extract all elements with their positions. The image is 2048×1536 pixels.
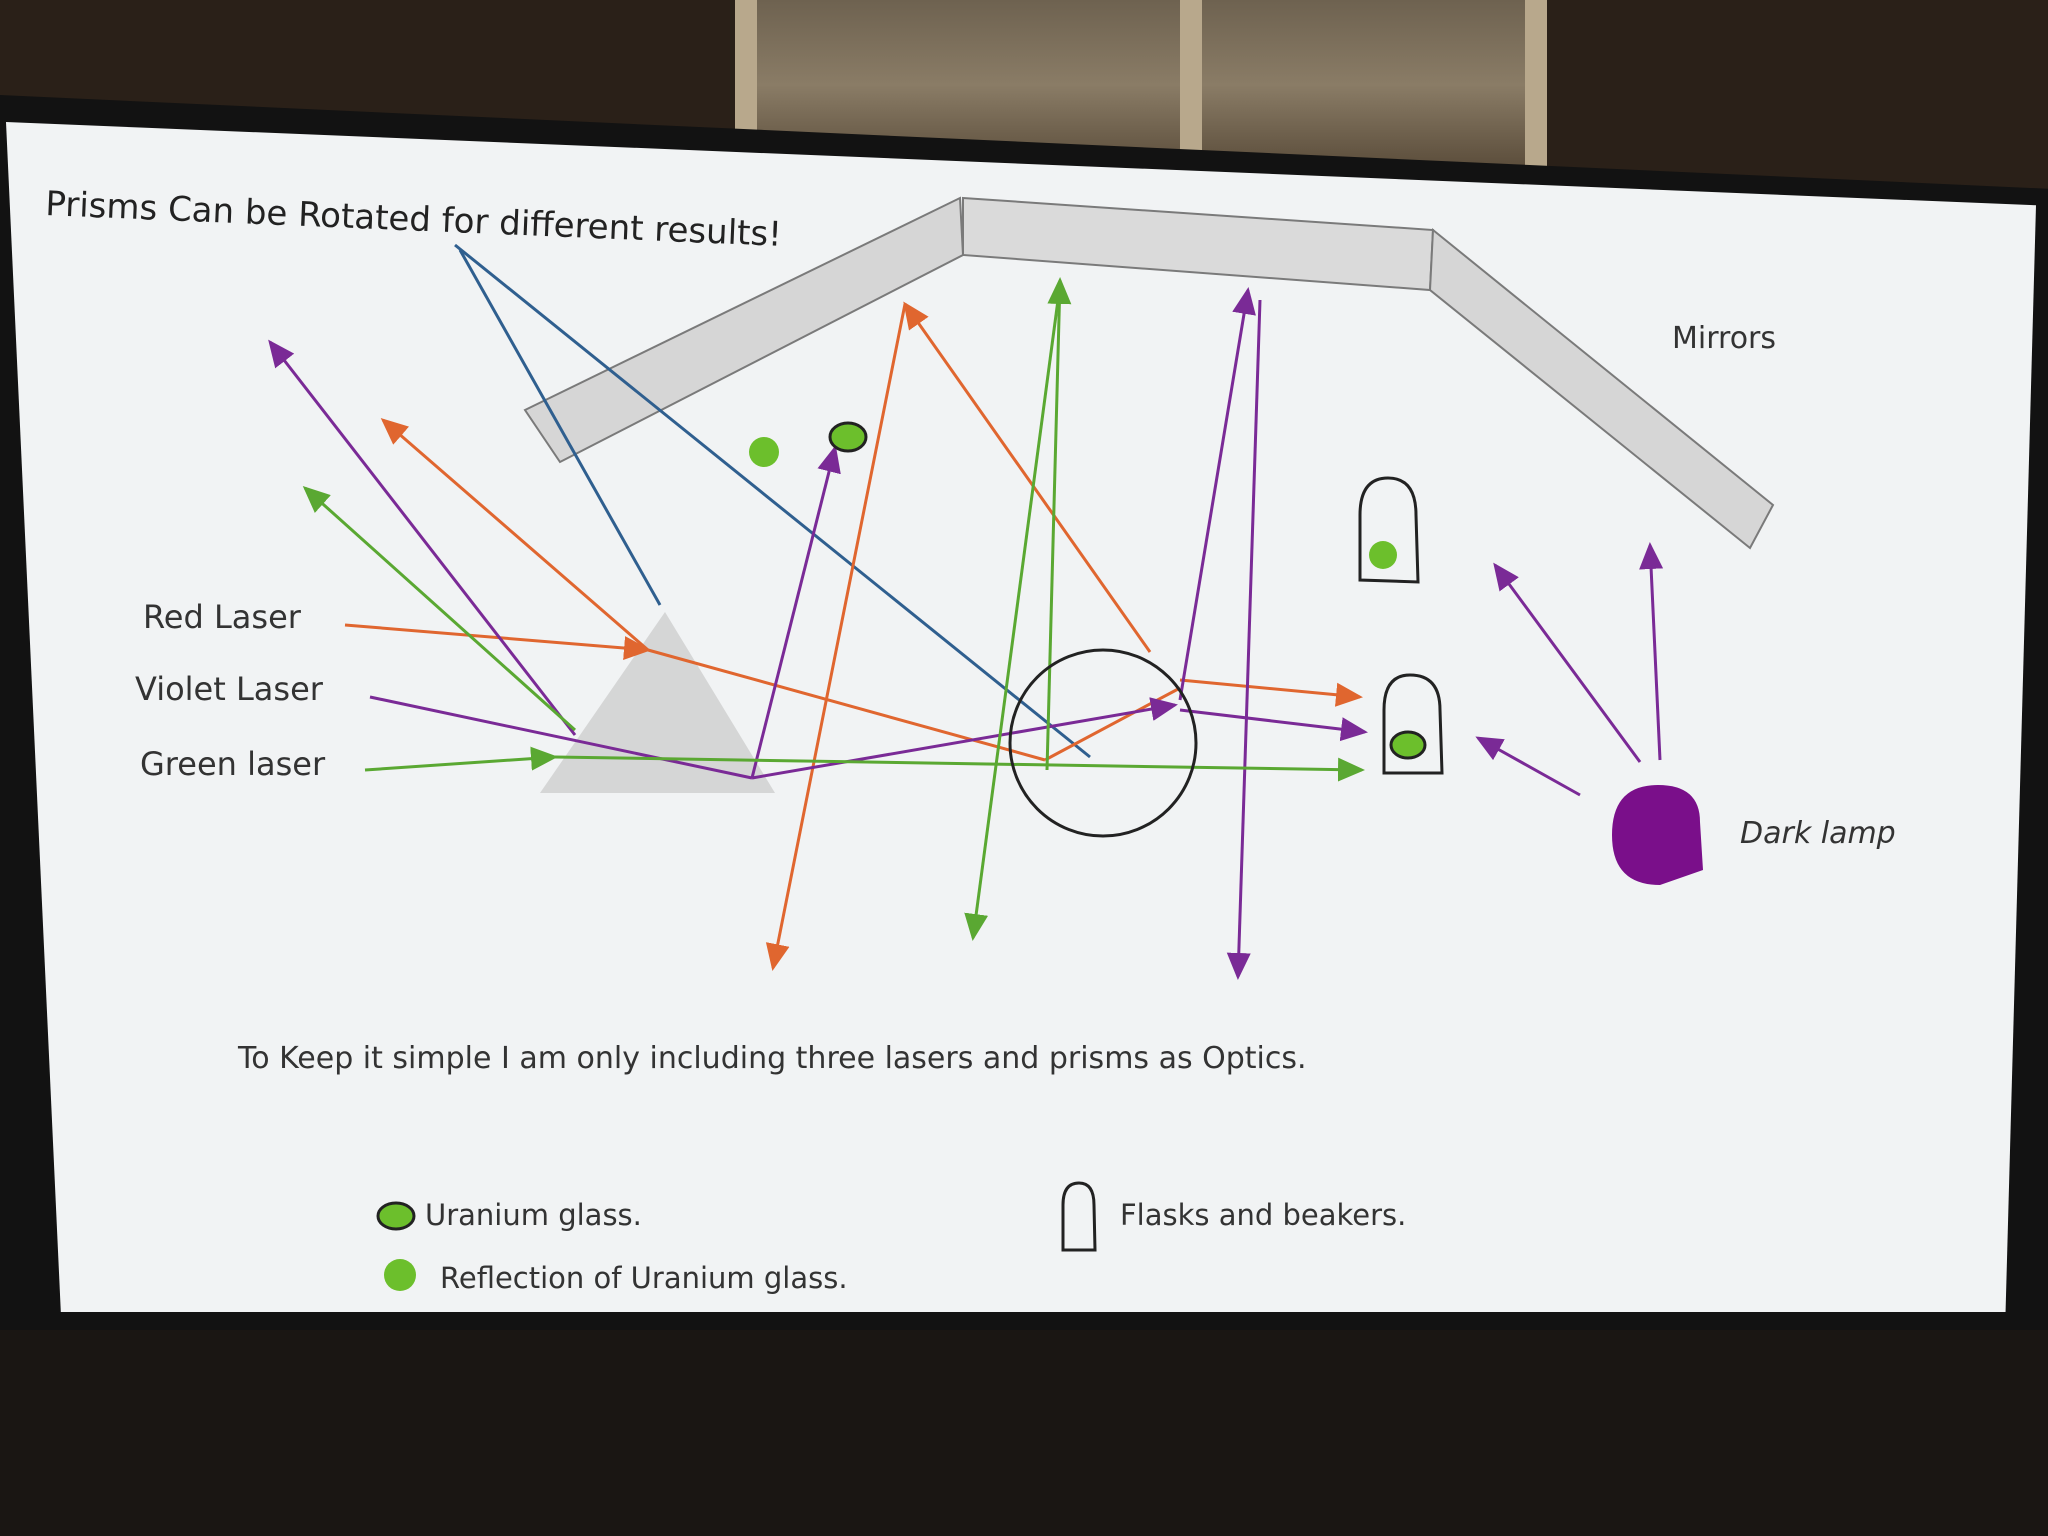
legend-flasks: Flasks and beakers. [1120, 1198, 1406, 1232]
uranium-glass-reflection [749, 437, 779, 467]
prism [540, 612, 775, 793]
diagram-title: Prisms Can be Rotated for different resu… [45, 184, 783, 255]
mirror-top [962, 196, 1435, 292]
uranium-glass [828, 421, 868, 453]
desk-area [0, 1330, 2048, 1536]
legend-uranium-glass-icon [376, 1201, 416, 1231]
flask-upper [1358, 476, 1420, 584]
lens-circle [1008, 648, 1198, 838]
violet-laser-beams [268, 287, 1664, 980]
mirror-right [1428, 227, 1775, 550]
label-green-laser: Green laser [140, 745, 326, 783]
window-frame [735, 0, 757, 170]
dark-lamp-icon [1612, 785, 1703, 885]
caption-text: To Keep it simple I am only including th… [237, 1041, 1307, 1076]
monitor-screen [6, 122, 2036, 1312]
blue-beams [454, 243, 1091, 759]
legend: Uranium glass. Reflection of Uranium gla… [376, 1181, 1406, 1295]
mirror-assembly [523, 196, 1775, 550]
legend-reflection-icon [384, 1259, 416, 1291]
legend-flask-icon [1061, 1181, 1097, 1252]
window-frame [1525, 0, 1547, 170]
label-mirrors: Mirrors [1672, 321, 1776, 356]
green-laser-beams [302, 277, 1365, 941]
label-violet-laser: Violet Laser [135, 670, 324, 708]
flask-lower [1382, 673, 1444, 775]
label-red-laser: Red Laser [143, 598, 302, 636]
window-frame [1180, 0, 1202, 170]
legend-reflection: Reflection of Uranium glass. [440, 1261, 848, 1295]
legend-uranium-glass: Uranium glass. [425, 1198, 642, 1232]
label-dark-lamp: Dark lamp [1740, 816, 1896, 851]
